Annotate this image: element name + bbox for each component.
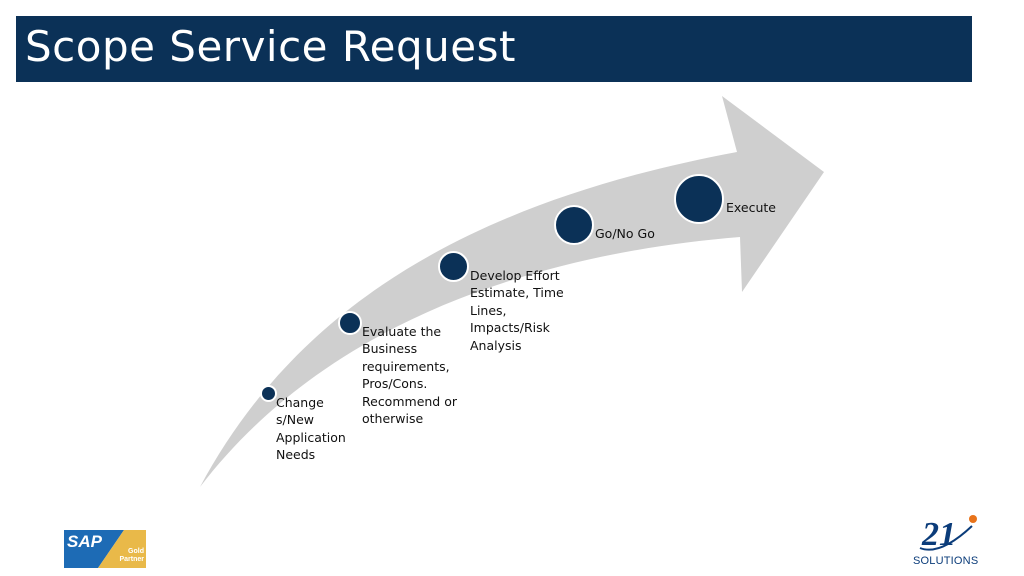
curved-arrow-shape [200, 96, 824, 487]
step-label-5: Execute [726, 200, 776, 215]
step-label-2: Evaluate the Business requirements, Pros… [362, 324, 457, 427]
step-dot-3 [438, 251, 469, 282]
sap-logo-shape [64, 530, 146, 568]
step-label-1: Change s/New Application Needs [276, 395, 346, 463]
page-title: Scope Service Request [25, 22, 516, 71]
step-dot-2 [338, 311, 362, 335]
sap-wordmark: SAP [67, 532, 102, 551]
sap-gold-partner-logo: SAP Gold Partner [64, 530, 146, 568]
company-logo: 21 SOLUTIONS [910, 512, 990, 572]
brand-mark: 21 [922, 516, 956, 553]
step-label-4: Go/No Go [595, 226, 655, 241]
brand-name: SOLUTIONS [913, 555, 979, 567]
sap-badge-line-2: Partner [119, 556, 144, 563]
logo-swoosh-icon [919, 515, 977, 551]
step-label-3: Develop Effort Estimate, Time Lines, Imp… [470, 268, 564, 353]
sap-badge: Gold Partner [119, 548, 144, 564]
sap-badge-line-1: Gold [128, 548, 144, 555]
step-dot-5 [674, 174, 724, 224]
step-dot-1 [260, 385, 277, 402]
step-dot-4 [554, 205, 594, 245]
title-bar: Scope Service Request [16, 16, 972, 82]
